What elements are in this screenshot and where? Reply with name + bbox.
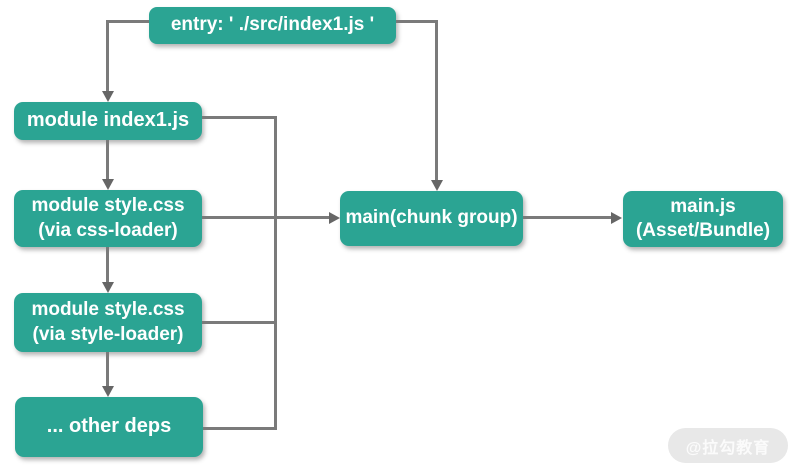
node-module-index1: module index1.js — [14, 102, 202, 140]
connector-styleloader-right-stub — [202, 321, 274, 324]
arrowhead-into-chunk-group-top — [431, 180, 443, 191]
connector-modules-to-chunk — [202, 216, 330, 219]
connector-otherdeps-right-stub — [203, 427, 277, 430]
connector-entry-to-chunk-vertical — [435, 20, 438, 180]
connector-index1-right-stub — [202, 116, 277, 119]
node-module-style-css-loader: module style.css (via css-loader) — [14, 190, 202, 247]
connector-entry-to-index1-vertical — [106, 20, 109, 92]
connector-index1-to-cssloader — [106, 140, 109, 180]
node-main-js-asset-bundle: main.js (Asset/Bundle) — [623, 191, 783, 247]
connector-styleloader-to-otherdeps — [106, 352, 109, 387]
arrowhead-into-styleloader — [102, 282, 114, 293]
node-other-deps: ... other deps — [15, 397, 203, 457]
connector-cssloader-to-styleloader — [106, 247, 109, 283]
arrowhead-into-asset-bundle — [611, 212, 622, 224]
arrowhead-into-chunk-group-left — [329, 212, 340, 224]
connector-entry-to-chunk-horizontal — [396, 20, 438, 23]
arrowhead-into-module-index1 — [102, 91, 114, 102]
watermark-badge: @拉勾教育 — [668, 428, 788, 463]
node-main-chunk-group: main(chunk group) — [340, 191, 523, 246]
node-entry: entry: ' ./src/index1.js ' — [149, 7, 396, 44]
arrowhead-into-otherdeps — [102, 386, 114, 397]
connector-chunk-to-asset — [523, 216, 612, 219]
node-module-style-style-loader: module style.css (via style-loader) — [14, 293, 202, 352]
connector-merge-trunk-vertical — [274, 116, 277, 430]
connector-entry-to-index1-horizontal — [107, 20, 149, 23]
arrowhead-into-cssloader — [102, 179, 114, 190]
